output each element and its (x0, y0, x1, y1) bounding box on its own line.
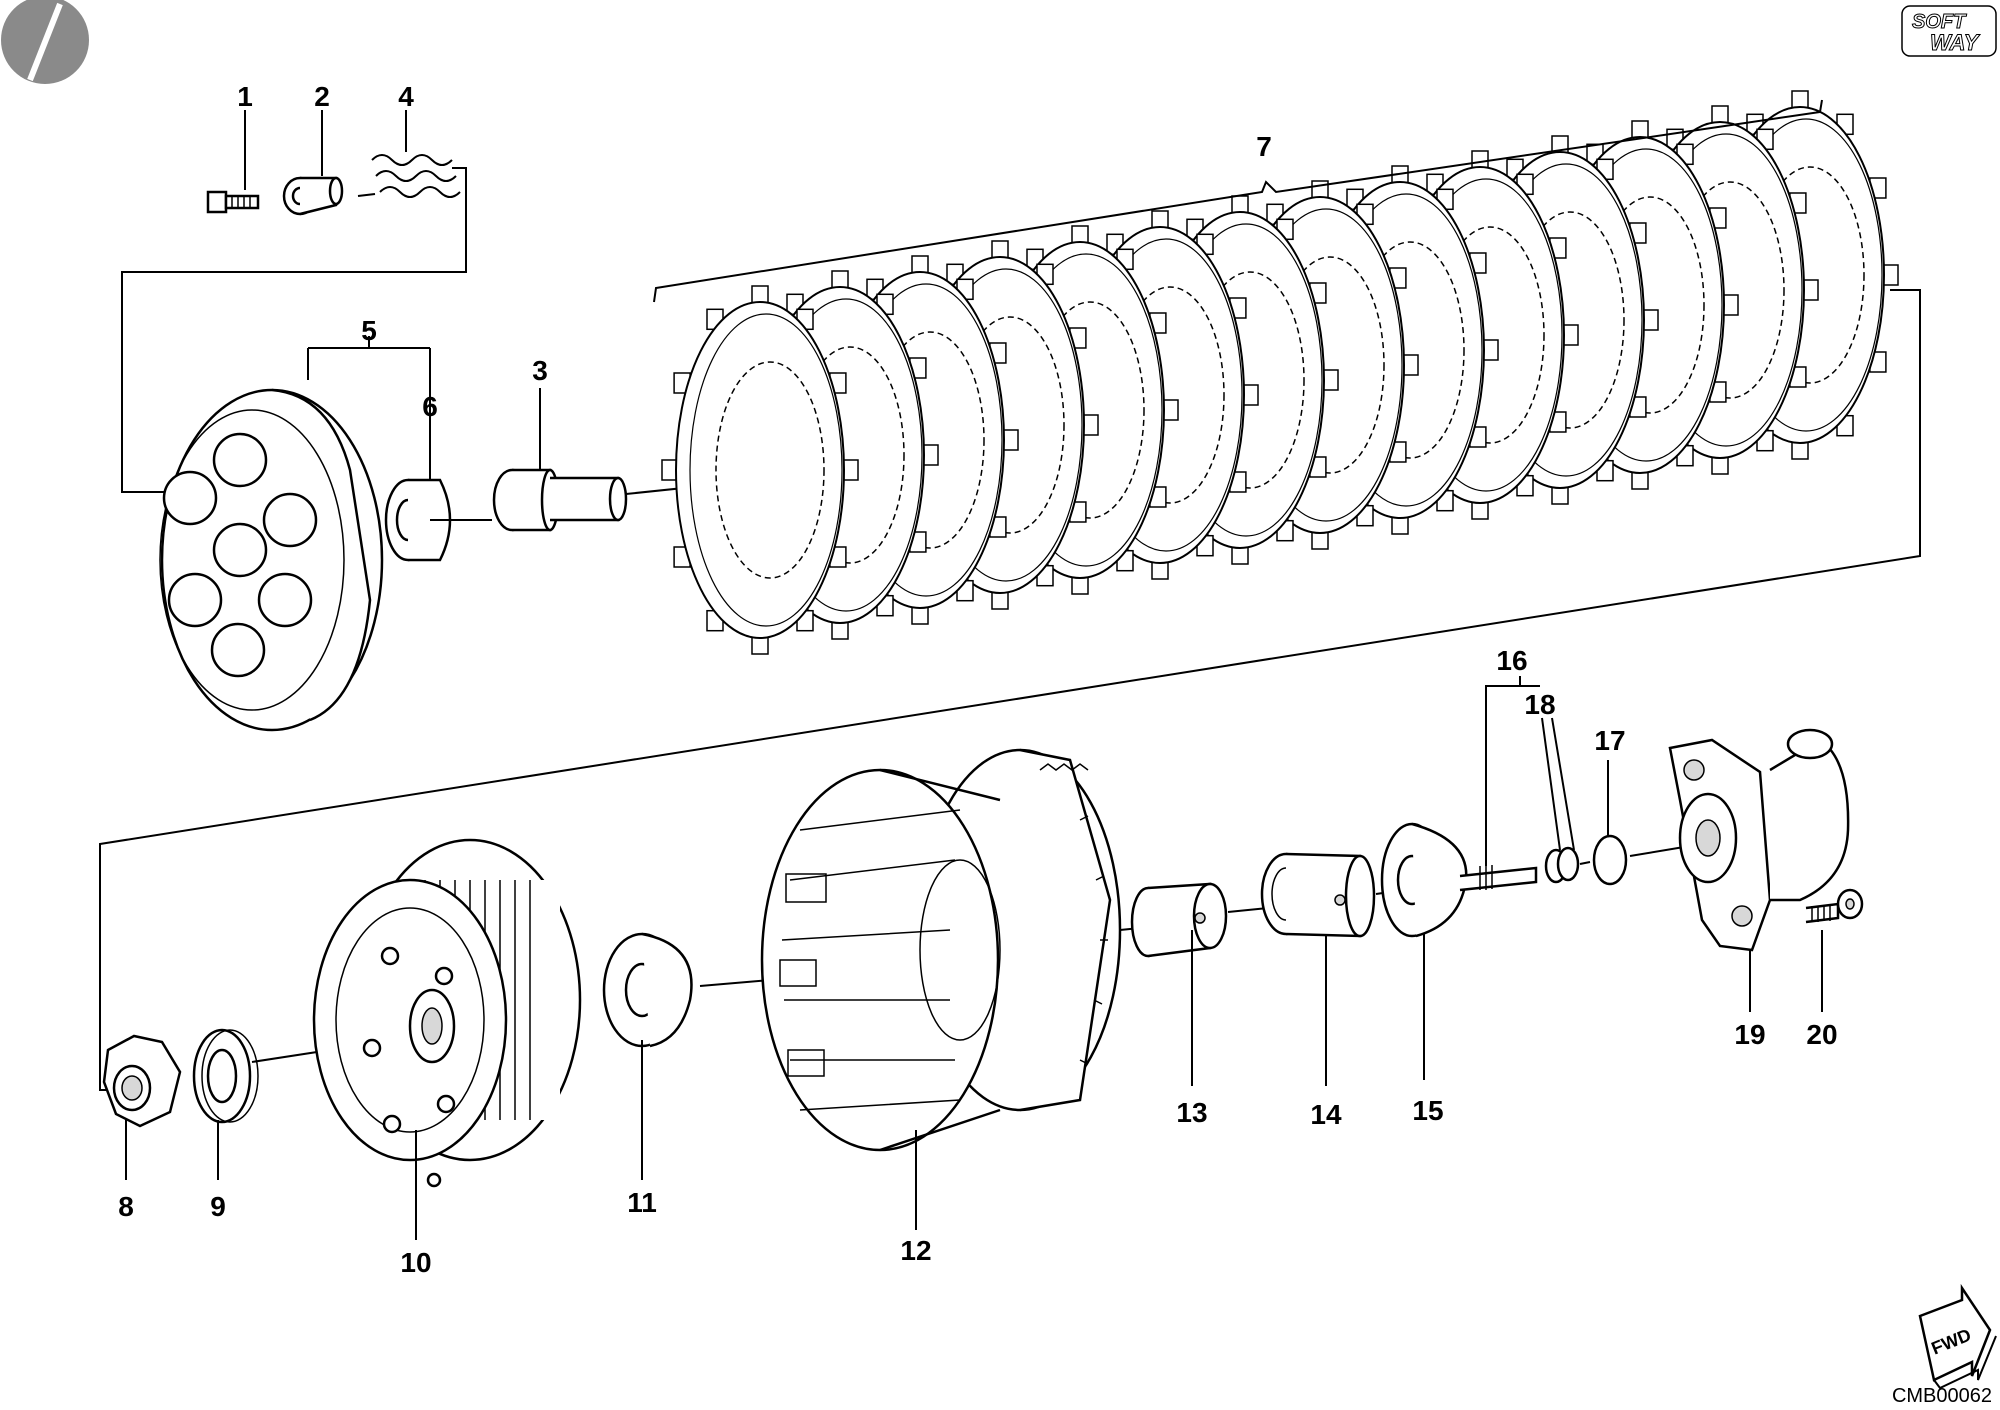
part-9-washer (192, 1028, 259, 1124)
callout-16: 16 (1496, 645, 1527, 676)
part-15-flange (1380, 822, 1468, 938)
part-4-spring (357, 154, 461, 198)
axis-line-18-to-17 (1579, 861, 1591, 865)
part-13-sleeve (1130, 882, 1228, 958)
callout-17: 17 (1594, 725, 1625, 756)
plate-rim (689, 313, 843, 627)
part-1-screw (206, 190, 260, 214)
callout-18: 18 (1524, 689, 1555, 720)
callout-labels: 1 2 3 4 5 6 7 8 9 10 11 12 13 14 15 16 1… (118, 81, 1837, 1278)
part-6-bearing (384, 478, 452, 562)
axis-line-11-to-12 (699, 979, 771, 987)
part-14-needle-bearing (1260, 852, 1376, 938)
fwd-direction-arrow: FWD (1918, 1283, 1997, 1390)
part-12-clutch-drum (760, 748, 1122, 1152)
drawing-code: CMB00062 (1892, 1385, 1992, 1407)
callout-14: 14 (1310, 1099, 1342, 1130)
callout-10: 10 (400, 1247, 431, 1278)
callout-13: 13 (1176, 1097, 1207, 1128)
callout-1: 1 (237, 81, 253, 112)
callout-20: 20 (1806, 1019, 1837, 1050)
part-16-push-rod (1459, 865, 1538, 892)
bracket-line-1-to-5 (121, 167, 467, 493)
callout-19: 19 (1734, 1019, 1765, 1050)
bracket-part-7 (653, 99, 1823, 303)
part-17-circlip (1592, 834, 1628, 886)
part-20-bolt (1805, 888, 1864, 924)
plate-inner-teeth (715, 361, 825, 579)
callout-4: 4 (398, 81, 414, 112)
part-10-inner-hub (312, 838, 582, 1188)
part-8-nut (102, 1034, 182, 1128)
part-5-pressure-plate (159, 388, 384, 732)
softway-logo-text-bottom: WAY (1930, 30, 1981, 55)
callout-9: 9 (210, 1191, 226, 1222)
callout-7: 7 (1256, 131, 1272, 162)
softway-logo-text-top: SOFT (1912, 11, 1967, 33)
bracket-part-16 (1485, 676, 1540, 866)
clutch-plate (661, 285, 859, 655)
softway-logo: SOFT WAY (1901, 5, 1997, 57)
callout-2: 2 (314, 81, 330, 112)
callout-15: 15 (1412, 1095, 1443, 1126)
callout-8: 8 (118, 1191, 134, 1222)
corner-disc-logo (1, 0, 89, 84)
callout-6: 6 (422, 391, 438, 422)
part-2-bush (282, 176, 344, 216)
callout-3: 3 (532, 355, 548, 386)
part-11-thrust-washer (602, 932, 693, 1048)
part-7-clutch-plate-pack (661, 90, 1899, 655)
callout-5: 5 (361, 315, 377, 346)
part-19-slave-cylinder (1668, 728, 1850, 952)
callout-12: 12 (900, 1235, 931, 1266)
callout-leader-lines (125, 110, 1823, 1240)
part-3-pushrod-cap (492, 468, 628, 532)
callout-11: 11 (627, 1187, 657, 1218)
axis-line-13-to-14 (1227, 907, 1269, 913)
part-18-o-rings (1544, 846, 1580, 884)
bracket-line-7-to-8 (99, 289, 1921, 1091)
leader-part-18 (1541, 717, 1575, 851)
